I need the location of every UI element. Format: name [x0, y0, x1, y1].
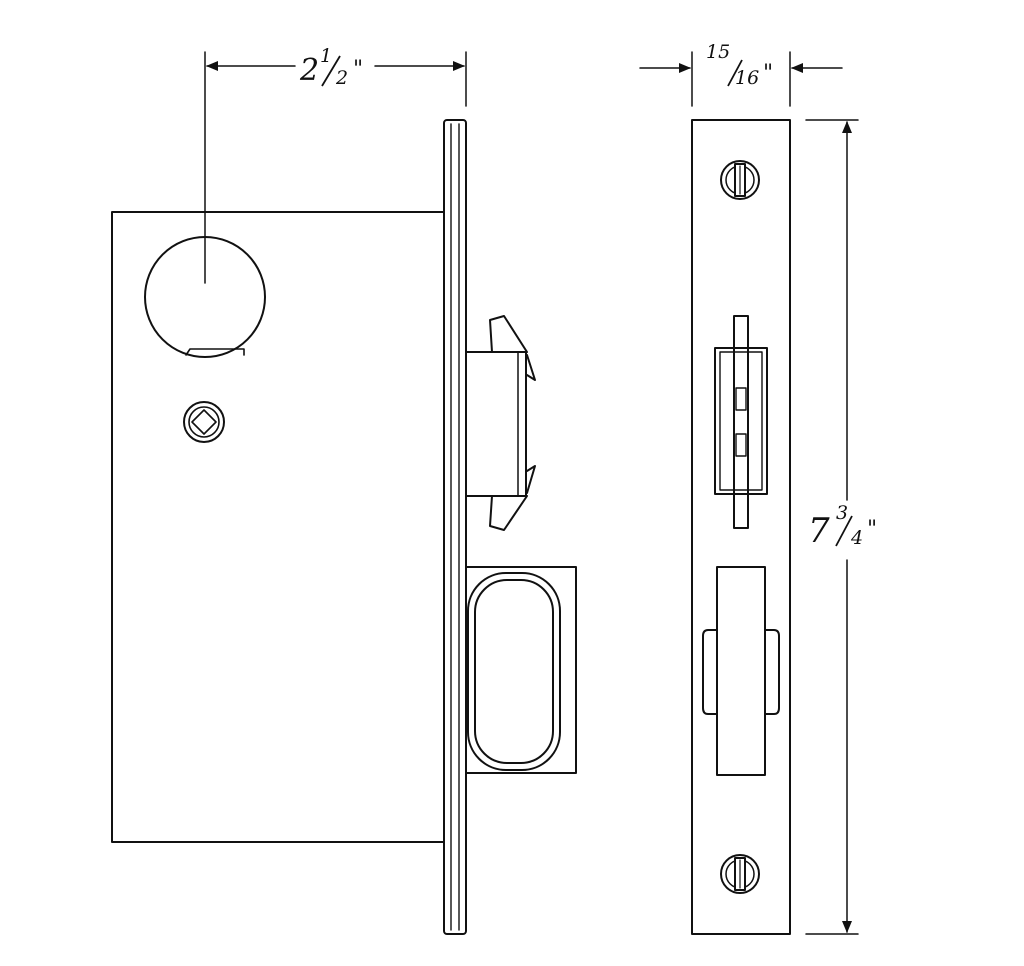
faceplate-height-dimension — [805, 119, 859, 935]
height-whole: 7 — [808, 511, 830, 551]
side-view — [111, 51, 577, 935]
width-denominator: 16 — [735, 67, 759, 89]
front-view — [639, 51, 859, 935]
faceplate-width-dimension — [639, 51, 843, 107]
backset-unit: " — [353, 57, 363, 82]
front-faceplate — [691, 119, 791, 935]
pull-latch — [465, 566, 577, 774]
width-unit: " — [763, 61, 773, 86]
hex-screw — [183, 401, 225, 443]
bottom-screw-icon — [720, 854, 760, 894]
lock-case-body — [111, 211, 445, 843]
backset-label: 2 1 2 " — [299, 45, 363, 89]
width-numerator: 15 — [706, 41, 730, 63]
height-numerator: 3 — [836, 502, 848, 524]
backset-dimension — [204, 51, 467, 284]
faceplate-height-label: 7 3 4 " — [808, 502, 877, 551]
side-faceplate — [443, 119, 467, 935]
hook-bolt-front — [714, 315, 768, 529]
top-screw-icon — [720, 160, 760, 200]
height-denominator: 4 — [850, 527, 863, 549]
faceplate-width-label: 15 16 " — [706, 41, 773, 89]
hook-latch-bolt — [465, 315, 536, 531]
backset-denominator: 2 — [335, 67, 348, 89]
pull-latch-front — [702, 566, 780, 776]
height-unit: " — [867, 517, 877, 542]
backset-numerator: 1 — [320, 45, 332, 67]
backset-whole: 2 — [299, 53, 319, 88]
